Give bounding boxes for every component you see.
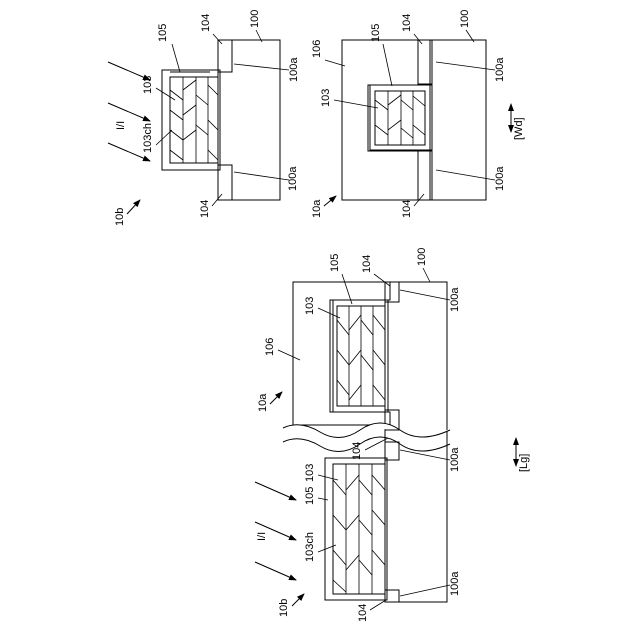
label-100: 100 [416, 248, 428, 266]
label-103ch: 103ch [304, 532, 316, 562]
label-100: 100 [249, 10, 261, 28]
labels-bottom: 105 104 100 100a 103 106 10a 104 100a [L… [255, 248, 530, 622]
labels-10b-top: 105 104 100 100a 100a 104 103 103ch I/I … [108, 10, 300, 226]
label-104: 104 [200, 14, 212, 32]
stack-103 [375, 91, 425, 145]
label-II: I/I [115, 121, 127, 130]
spacer-104-a [385, 282, 399, 302]
label-105: 105 [370, 24, 382, 42]
label-106: 106 [264, 338, 276, 356]
label-100a: 100a [287, 166, 299, 191]
label-II: I/I [256, 532, 268, 541]
label-104: 104 [357, 604, 369, 622]
label-104: 104 [199, 200, 211, 218]
gate-film-105 [368, 85, 432, 151]
label-104: 104 [401, 200, 413, 218]
label-100a: 100a [449, 287, 461, 312]
label-Lg: [Lg] [518, 454, 530, 472]
label-106: 106 [311, 40, 323, 58]
gate-film-105-wide [330, 300, 388, 412]
label-10b: 10b [278, 599, 290, 617]
label-100a: 100a [494, 166, 506, 191]
substrate-100 [430, 40, 486, 200]
label-104: 104 [361, 255, 373, 273]
label-100: 100 [459, 10, 471, 28]
label-105: 105 [157, 24, 169, 42]
spacer-104-c [385, 442, 399, 460]
stack-103 [170, 77, 218, 163]
panel-10a-top [342, 40, 486, 200]
label-100a: 100a [494, 57, 506, 82]
label-100a: 100a [449, 571, 461, 596]
label-103: 103 [304, 464, 316, 482]
label-100a: 100a [449, 447, 461, 472]
spacer-104-upper [218, 40, 232, 72]
label-104: 104 [351, 442, 363, 460]
label-103: 103 [320, 89, 332, 107]
label-10b: 10b [114, 208, 126, 226]
label-103ch: 103ch [142, 123, 154, 153]
label-105: 105 [329, 254, 341, 272]
label-103: 103 [304, 297, 316, 315]
label-103: 103 [142, 76, 154, 94]
substrate-100 [218, 40, 280, 200]
label-100a: 100a [288, 57, 300, 82]
gate-film-105 [162, 70, 220, 170]
label-Wd: [Wd] [513, 117, 525, 140]
label-10a: 10a [257, 393, 269, 412]
label-10a: 10a [311, 199, 323, 218]
label-105: 105 [304, 487, 316, 505]
label-104: 104 [401, 14, 413, 32]
